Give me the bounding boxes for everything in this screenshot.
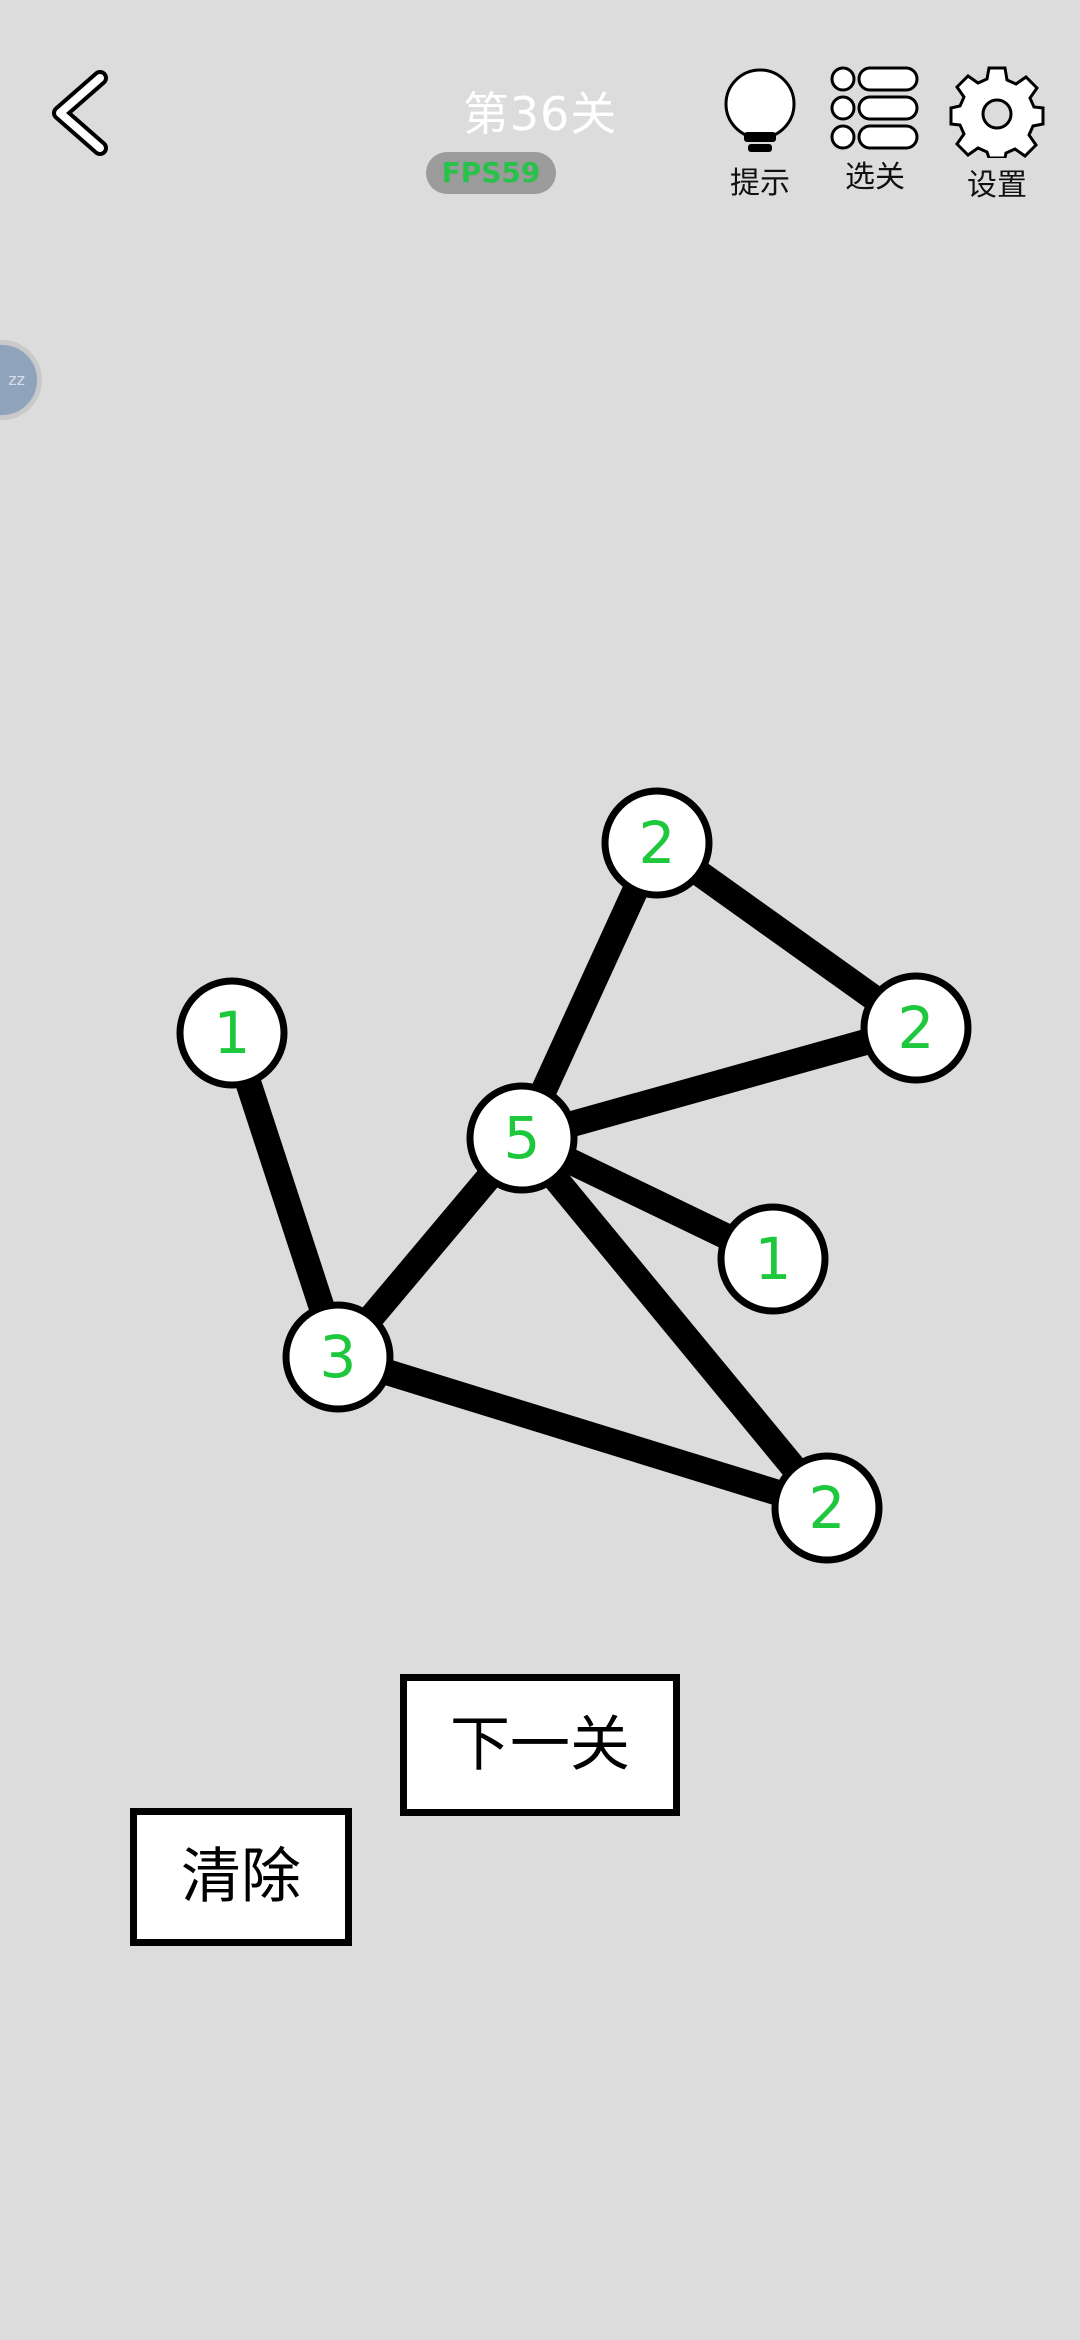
node-circle[interactable] [282, 1301, 394, 1413]
edge-d-c[interactable] [518, 1015, 920, 1151]
node-circle[interactable] [601, 787, 713, 899]
level-select-label: 选关 [845, 160, 905, 195]
back-button[interactable] [42, 68, 122, 158]
node-count-label: 3 [320, 1323, 357, 1391]
chevron-left-icon [52, 70, 108, 156]
node-circle[interactable] [771, 1452, 883, 1564]
graph-node[interactable]: 2 [601, 787, 713, 899]
graph-node[interactable]: 1 [717, 1203, 829, 1315]
graph-node[interactable]: 2 [771, 1452, 883, 1564]
lightbulb-icon [724, 68, 796, 152]
fps-badge: FPS59 [426, 152, 556, 194]
node-circle[interactable] [860, 972, 972, 1084]
level-title: 第36关 [462, 87, 618, 141]
list-icon [830, 66, 919, 150]
node-count-label: 2 [809, 1474, 846, 1542]
clear-button[interactable]: 清除 [130, 1808, 352, 1946]
node-count-label: 1 [755, 1225, 792, 1293]
graph-node[interactable]: 1 [176, 977, 288, 1089]
edge-a-f[interactable] [219, 1028, 351, 1362]
node-count-label: 1 [214, 999, 251, 1067]
nodes-layer: 1 2 2 5 1 3 2 [176, 787, 972, 1564]
node-circle[interactable] [176, 977, 288, 1089]
gear-icon [949, 66, 1045, 158]
hint-button[interactable]: 提示 [705, 66, 815, 202]
graph-node[interactable]: 5 [466, 1082, 578, 1194]
node-circle[interactable] [717, 1203, 829, 1315]
node-count-label: 2 [898, 994, 935, 1062]
node-count-label: 5 [504, 1104, 541, 1172]
next-level-button[interactable]: 下一关 [400, 1674, 680, 1816]
graph-node[interactable]: 2 [860, 972, 972, 1084]
edge-f-g[interactable] [334, 1344, 831, 1521]
graph-node[interactable]: 3 [282, 1301, 394, 1413]
edge-d-g[interactable] [511, 1129, 838, 1517]
settings-label: 设置 [967, 168, 1027, 203]
settings-button[interactable]: 设置 [942, 66, 1052, 204]
node-circle[interactable] [466, 1082, 578, 1194]
node-count-label: 2 [639, 809, 676, 877]
hint-label: 提示 [730, 166, 790, 201]
level-select-button[interactable]: 选关 [820, 66, 930, 196]
